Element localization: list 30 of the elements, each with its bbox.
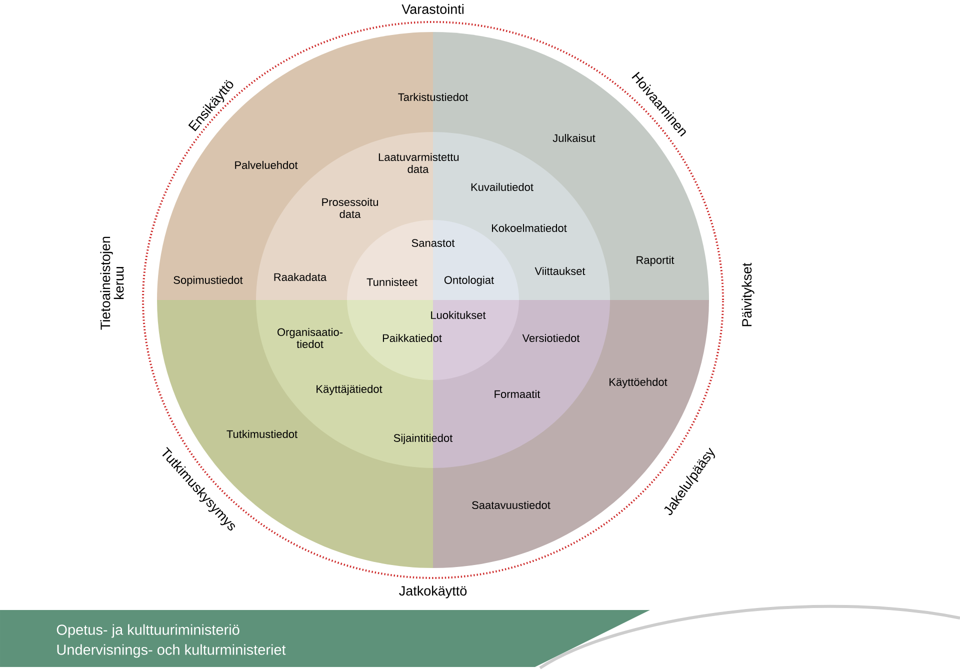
item-label: Viittaukset [534, 266, 586, 276]
item-label: Paikkatiedot [382, 334, 442, 342]
footer-text: Opetus- ja kulttuuriministeriö [56, 624, 240, 638]
item-label: Ontologiat [444, 276, 494, 286]
item-label: Sopimustiedot [174, 276, 243, 286]
stage-label: Varastointi [402, 4, 464, 14]
item-label: Sanastot [412, 239, 455, 247]
stage-label: Tietoaineistojen keruu [100, 236, 124, 330]
item-label: Tarkistustiedot [398, 92, 468, 102]
item-label: Formaatit [494, 390, 540, 398]
stage-label: Päivitykset [742, 262, 754, 326]
item-label: Käyttäjätiedot [316, 384, 382, 396]
item-label: Saatavuustiedot [472, 500, 550, 510]
item-label: Tutkimustiedot [226, 430, 298, 438]
item-label: Raakadata [274, 272, 327, 282]
stage-label: Jatkokäyttö [399, 586, 467, 598]
item-label: Tunnisteet [366, 278, 418, 286]
item-label: Julkaisut [552, 134, 596, 142]
item-label: Raportit [636, 256, 674, 266]
item-label: Prosessoitu data [322, 198, 378, 218]
item-label: Kuvailutiedot [471, 182, 534, 192]
footer-text: Undervisnings- och kulturministeriet [57, 644, 286, 658]
item-label: Laatuvarmistettu data [378, 152, 459, 174]
item-label: Kokoelmatiedot [492, 224, 567, 232]
item-label: Käyttöehdot [610, 378, 668, 388]
item-label: Versiotiedot [522, 334, 580, 342]
item-label: Luokitukset [431, 310, 486, 320]
item-label: Palveluehdot [235, 160, 298, 170]
item-label: Sijaintitiedot [394, 434, 453, 444]
item-label: Organisaatio-tiedot [278, 328, 343, 348]
